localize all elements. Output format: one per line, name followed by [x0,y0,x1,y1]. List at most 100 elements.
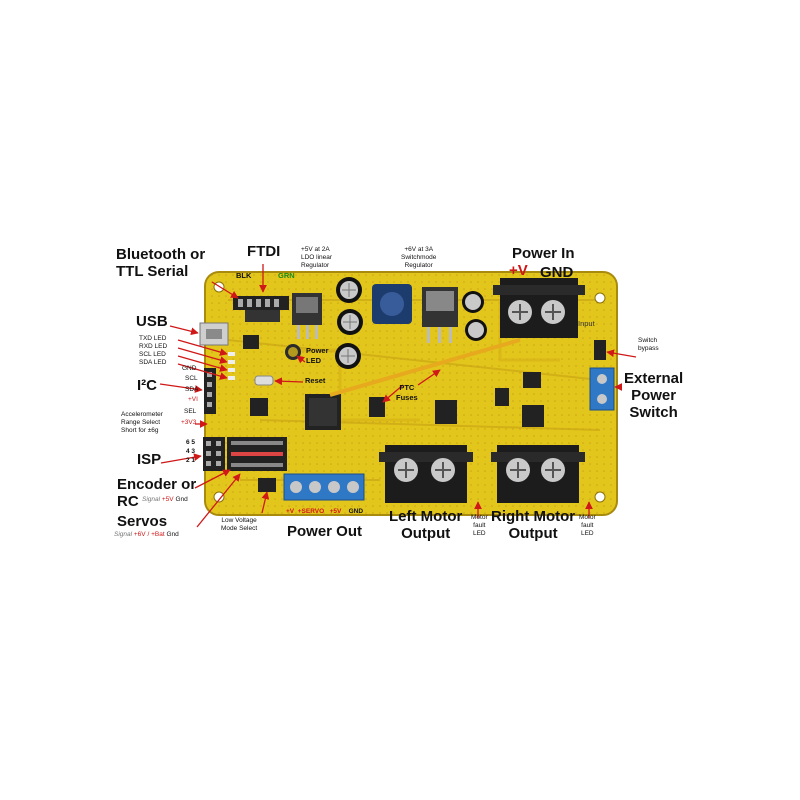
crystal [254,375,274,386]
label-encoder-gnd: Gnd [175,496,188,503]
label-servos-bat: +Bat [151,531,165,538]
arrow-icon [177,355,228,372]
mounting-hole-icon [594,292,606,304]
label-encoder-5v: +5V [161,496,174,503]
microcontroller-chip [305,394,341,430]
arrow-icon [296,355,306,364]
capacitor-icon [337,309,363,335]
chip [495,388,509,406]
inductor [372,284,412,324]
arrow-icon [177,347,228,364]
label-ptc-fuses: PTC Fuses [396,383,418,402]
label-board-input: Input [578,319,595,328]
screw-terminal-icon [379,445,473,503]
chip [243,335,259,349]
encoder-servo-header [227,437,287,471]
arrow-icon [169,325,199,336]
capacitor-icon [465,319,487,341]
ldo-regulator [292,293,322,339]
label-right-motor-output: Right Motor Output [491,508,576,542]
label-servos: Servos [117,513,168,530]
label-power-out-gnd: GND [348,508,364,515]
label-ftdi-blk: BLK [236,271,252,280]
label-power-out-v: +V [286,508,295,515]
screw-terminal-icon [493,278,585,338]
capacitor-icon [462,291,484,313]
switchmode-regulator [422,287,458,343]
label-power-in: Power In [512,245,575,262]
label-switchmode-regulator: +6V at 3A Switchmode Regulator [401,246,437,269]
label-external-power-switch: External Power Switch [624,370,684,421]
chip [523,372,541,388]
label-left-motor-output: Left Motor Output [389,508,463,542]
arrow-icon [417,369,441,386]
chip [369,397,385,417]
label-reset: Reset [305,376,326,385]
label-power-out-pins: +V +SERVO +5V GND [286,508,363,516]
label-power-out-5v: +5V [329,508,342,515]
arrow-icon [382,384,404,403]
capacitor-icon [335,343,361,369]
label-ftdi-grn: GRN [278,271,295,280]
mounting-hole-icon [594,491,606,503]
chip [435,400,457,424]
switch-bypass-jumper [594,340,606,360]
screw-terminal-icon [491,445,585,503]
label-servos-pins: Signal +6V / +Bat Gnd [114,531,179,539]
label-usb: USB [136,313,168,330]
chip [250,398,268,416]
label-motor-fault-led-right: Motor fault LED [579,514,596,537]
label-power-out: Power Out [287,523,363,540]
arrow-icon [274,377,304,386]
label-low-voltage-mode: Low Voltage Mode Select [221,517,258,532]
isp-header [203,437,225,471]
label-motor-fault-led-left: Motor fault LED [471,514,488,537]
label-power-out-servo: +SERVO [297,508,325,515]
label-encoder: Encoder or RC [117,476,197,510]
power-out-terminal [283,473,365,501]
label-power-in-v: +V [509,262,528,279]
status-leds [228,352,235,380]
arrow-icon [194,469,231,489]
power-switch-terminal [589,367,615,411]
arrow-icon [211,281,239,299]
label-switch-bypass: Switch bypass [638,337,659,352]
label-encoder-signal: Signal [142,496,161,503]
label-power-in-gnd: GND [540,264,574,281]
label-servos-6v: +6V [133,531,146,538]
label-encoder-pins: Signal +5V Gnd [142,496,188,504]
label-isp: ISP [137,451,162,468]
usb-connector-icon [199,322,229,346]
label-ldo-regulator: +5V at 2A LDO linear Regulator [301,246,333,269]
label-power-led: Power LED [306,346,329,365]
label-i2c-scl: SCL [185,375,198,382]
label-sel: SEL [184,408,197,415]
ptc-fuse-wire [329,338,521,397]
label-bluetooth: Bluetooth or TTL Serial [116,246,206,280]
label-3v3: +3V3 [181,419,197,426]
mounting-hole-icon [213,491,225,503]
label-i2c-gnd: GND [182,365,197,372]
callout-arrows [159,264,637,528]
label-i2c-sda: SDA [185,386,199,393]
i2c-header [204,368,216,414]
label-servos-slash: / [147,531,150,538]
arrow-icon [196,473,241,528]
arrow-icon [159,383,203,393]
ftdi-header [233,296,289,322]
label-servos-signal: Signal [114,531,133,538]
arrow-icon [177,363,228,380]
arrow-icon [177,339,228,356]
label-i2c: I²C [137,377,157,394]
arrow-icon [261,491,270,514]
label-ftdi: FTDI [247,243,281,260]
label-status-leds: TXD LED RXD LED SCL LED SDA LED [139,335,168,366]
arrow-icon [606,349,637,358]
chip [522,405,544,427]
label-servos-gnd: Gnd [166,531,179,538]
capacitor-icon [336,277,362,303]
label-i2c-vi: +VI [188,396,198,403]
low-voltage-jumper [258,478,276,492]
label-isp-pins: 6 5 4 3 2 1 [186,439,196,464]
